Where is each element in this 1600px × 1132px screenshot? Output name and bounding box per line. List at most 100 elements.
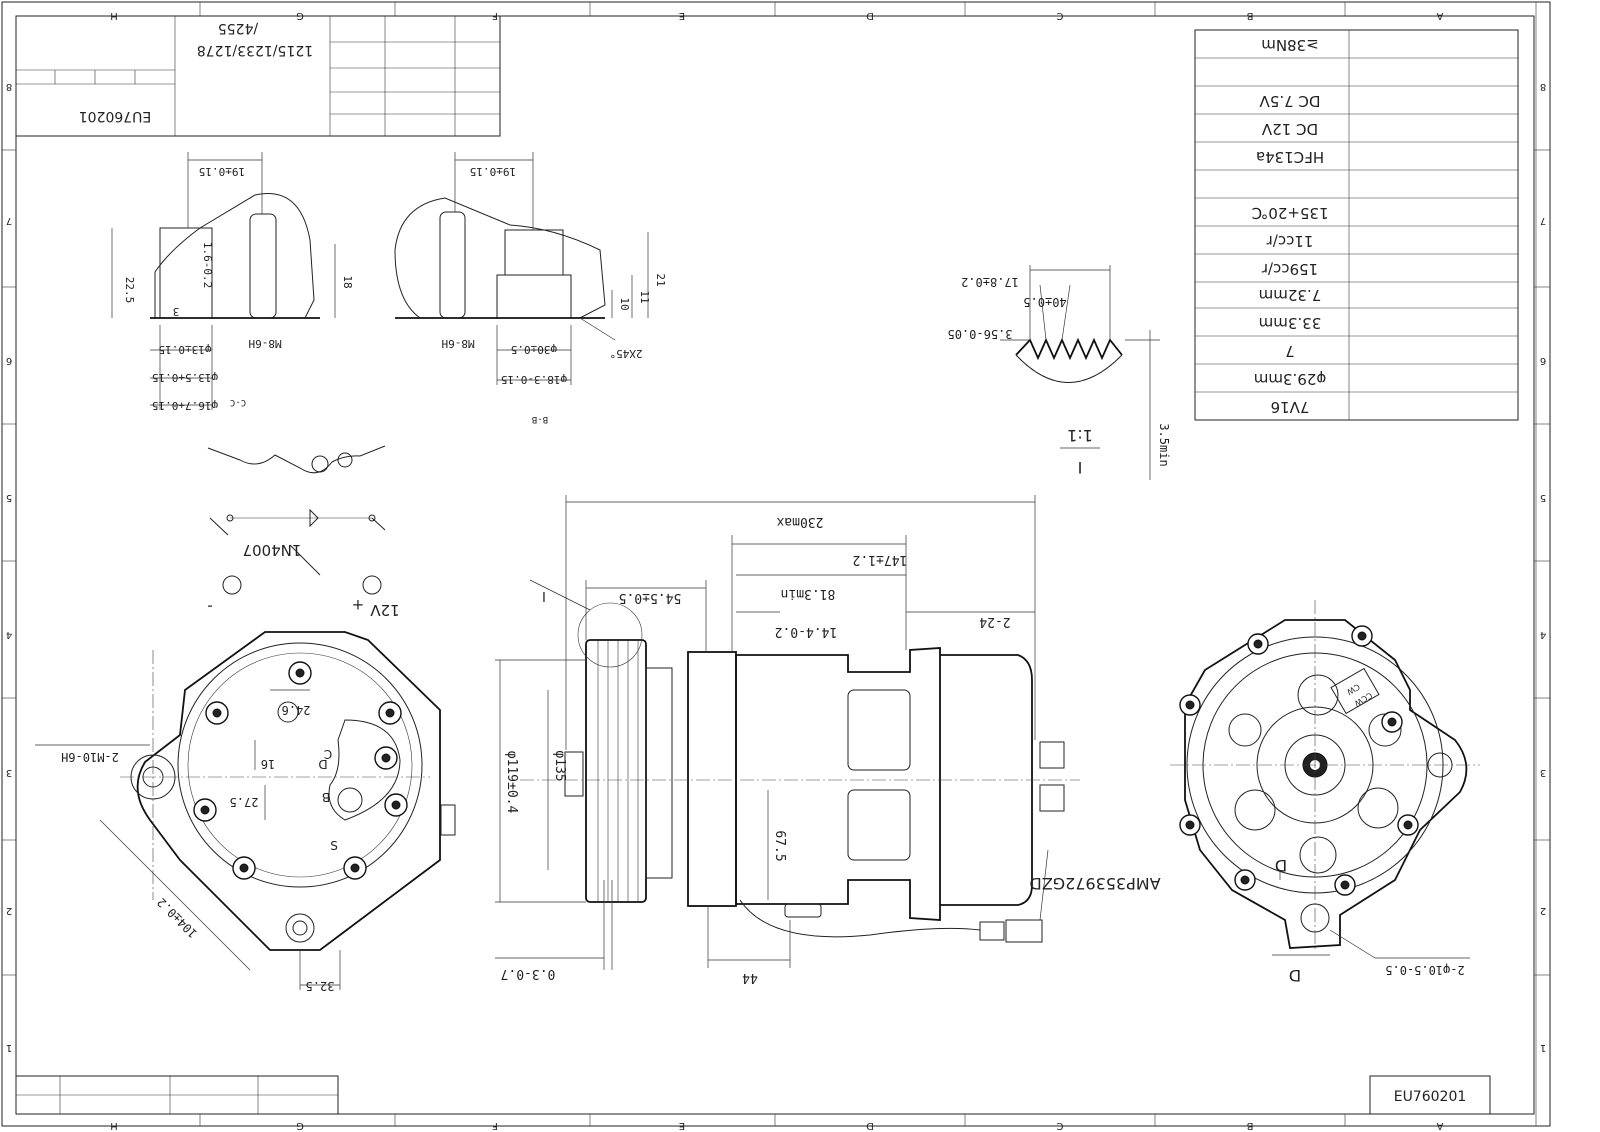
dim-label: 230max <box>776 514 823 529</box>
title-part-refs-2: /4255 <box>218 20 258 36</box>
row-number: 8 <box>6 81 12 92</box>
port-label: S <box>330 839 338 853</box>
col-letter: C <box>1056 1120 1063 1131</box>
dim-label: φ16.7+0.15 <box>152 399 218 412</box>
col-letter: E <box>679 10 685 21</box>
row-number: 5 <box>1540 492 1546 503</box>
spec-value: 7 <box>1285 342 1295 360</box>
col-letter: A <box>1436 10 1443 21</box>
dim-label: 81.3min <box>781 586 836 601</box>
row-numbers-left: 8 7 6 5 4 3 2 1 <box>6 81 12 1053</box>
dim-label: φ13.5+0.15 <box>152 371 218 384</box>
dim-label: 11 <box>638 290 651 303</box>
spec-value: 159cc/r <box>1261 260 1318 278</box>
dim-label: 22.5 <box>123 277 136 304</box>
row-number: 2 <box>6 905 12 916</box>
dim-label: φ18.3-0.15 <box>501 373 567 386</box>
view-marker: D <box>1275 856 1287 875</box>
row-number: 7 <box>1540 215 1546 226</box>
bolt-group <box>1179 625 1419 896</box>
dim-label: 147±1.2 <box>853 552 908 567</box>
drawing-number-box: EU760201 <box>1369 1075 1491 1115</box>
spec-value: 7V16 <box>1271 398 1310 416</box>
dim-label: 2X45° <box>609 347 642 360</box>
dim-label: 1.6-0.2 <box>201 242 214 288</box>
bolt-group <box>193 661 408 880</box>
detail-label: I <box>1078 458 1083 477</box>
dim-label: 2-M10-6H <box>61 750 119 764</box>
connector-part-number: AMP353972GZD <box>1029 874 1160 893</box>
col-letter: B <box>1246 1120 1253 1131</box>
spec-value: DC 12V <box>1261 120 1318 138</box>
dim-label: 27.5 <box>230 795 259 809</box>
rotation-badge: CW CCW <box>1330 667 1380 715</box>
row-number: 1 <box>6 1042 12 1053</box>
view-marker: D <box>1289 966 1301 985</box>
row-number: 1 <box>1540 1042 1546 1053</box>
col-letter: E <box>679 1120 685 1131</box>
minus-terminal: - <box>207 598 212 616</box>
dim-label: M8-6H <box>441 337 474 350</box>
dim-label: 3 <box>173 305 180 318</box>
title-part-refs-1: 1215/1233/1278 <box>197 42 313 58</box>
port-label: B <box>322 790 330 804</box>
col-letter: C <box>1056 10 1063 21</box>
row-numbers-right: 8 7 6 5 4 3 2 1 <box>1540 81 1546 1053</box>
dim-label: 0.3-0.7 <box>501 966 556 981</box>
spec-value: HFC134a <box>1256 148 1324 166</box>
side-view-compressor: 230max 147±1.2 54.5±0.5 81.3min 14.4-0.2… <box>495 495 1161 985</box>
front-view-compressor: 2-M10-6H 24.6 16 27.5 104±0.2 32.5 B C S… <box>35 631 456 993</box>
row-number: 2 <box>1540 905 1546 916</box>
spec-value: 11cc/r <box>1266 232 1314 250</box>
spec-value: ≥38Nm <box>1261 36 1319 54</box>
row-number: 3 <box>6 767 12 778</box>
spec-value: 33.3mm <box>1259 314 1322 332</box>
dim-label: φ119±0.4 <box>504 751 519 814</box>
port-label: C <box>324 747 332 761</box>
col-letter: D <box>866 10 874 21</box>
dim-label: 17.8±0.2 <box>961 275 1019 289</box>
detail-scale: 1:1 <box>1067 426 1093 445</box>
row-number: 4 <box>1540 629 1546 640</box>
col-letter: F <box>492 1120 498 1131</box>
dim-label: 40±0.5 <box>1023 295 1066 309</box>
drawing-frame <box>1 1 1551 1127</box>
row-number: 7 <box>6 215 12 226</box>
section-label: B-B <box>532 414 548 424</box>
dim-label: 3.5min <box>1157 423 1171 466</box>
rotation-cw: CW <box>1345 682 1361 697</box>
dim-label: φ135 <box>552 750 567 781</box>
spec-value: DC 7.5V <box>1259 92 1321 110</box>
detail-i-groove: 17.8±0.2 40±0.5 3.56-0.05 3.5min 1:1 I <box>947 265 1171 480</box>
title-block: EU760201 1215/1233/1278 /4255 <box>15 15 501 137</box>
plus-terminal: + <box>352 596 365 614</box>
dim-label: 16 <box>261 757 275 771</box>
dim-label: 19±0.15 <box>199 165 245 178</box>
rear-view-compressor: CW CCW D D 2-φ10.5-0.5 <box>1170 600 1480 985</box>
row-number: 6 <box>6 355 12 366</box>
dim-label: 21 <box>654 273 667 286</box>
section-c-c: 19±0.15 22.5 1.6-0.2 18 M8-6H φ13±0.15 φ… <box>111 152 354 412</box>
row-number: 8 <box>1540 81 1546 92</box>
dim-label: M8-6H <box>248 337 281 350</box>
dim-label: 67.5 <box>772 830 787 861</box>
dim-label: 104±0.2 <box>154 895 200 941</box>
dim-label: 2-φ10.5-0.5 <box>1385 963 1464 977</box>
row-number: 6 <box>1540 355 1546 366</box>
revision-table <box>15 1075 339 1115</box>
dim-label: 14.4-0.2 <box>775 624 838 639</box>
dim-label: φ13±0.15 <box>159 343 212 356</box>
row-number: 4 <box>6 629 12 640</box>
section-label: C-C <box>230 397 246 407</box>
dim-label: 44 <box>742 970 758 985</box>
column-letters-bottom: H G F E D C B A <box>110 1120 1443 1131</box>
row-number: 5 <box>6 492 12 503</box>
dim-label: 32.5 <box>306 979 335 993</box>
spec-table: ≥38Nm DC 7.5V DC 12V HFC134a 135+20℃ 11c… <box>1194 29 1519 421</box>
dim-label: 18 <box>341 275 354 288</box>
port-label: D <box>318 757 327 771</box>
section-b-b: 19±0.15 21 11 10 M8-6H φ30±0.5 φ18.3-0.1… <box>394 152 667 424</box>
col-letter: B <box>1246 10 1253 21</box>
spec-value: φ29.3mm <box>1254 370 1327 388</box>
